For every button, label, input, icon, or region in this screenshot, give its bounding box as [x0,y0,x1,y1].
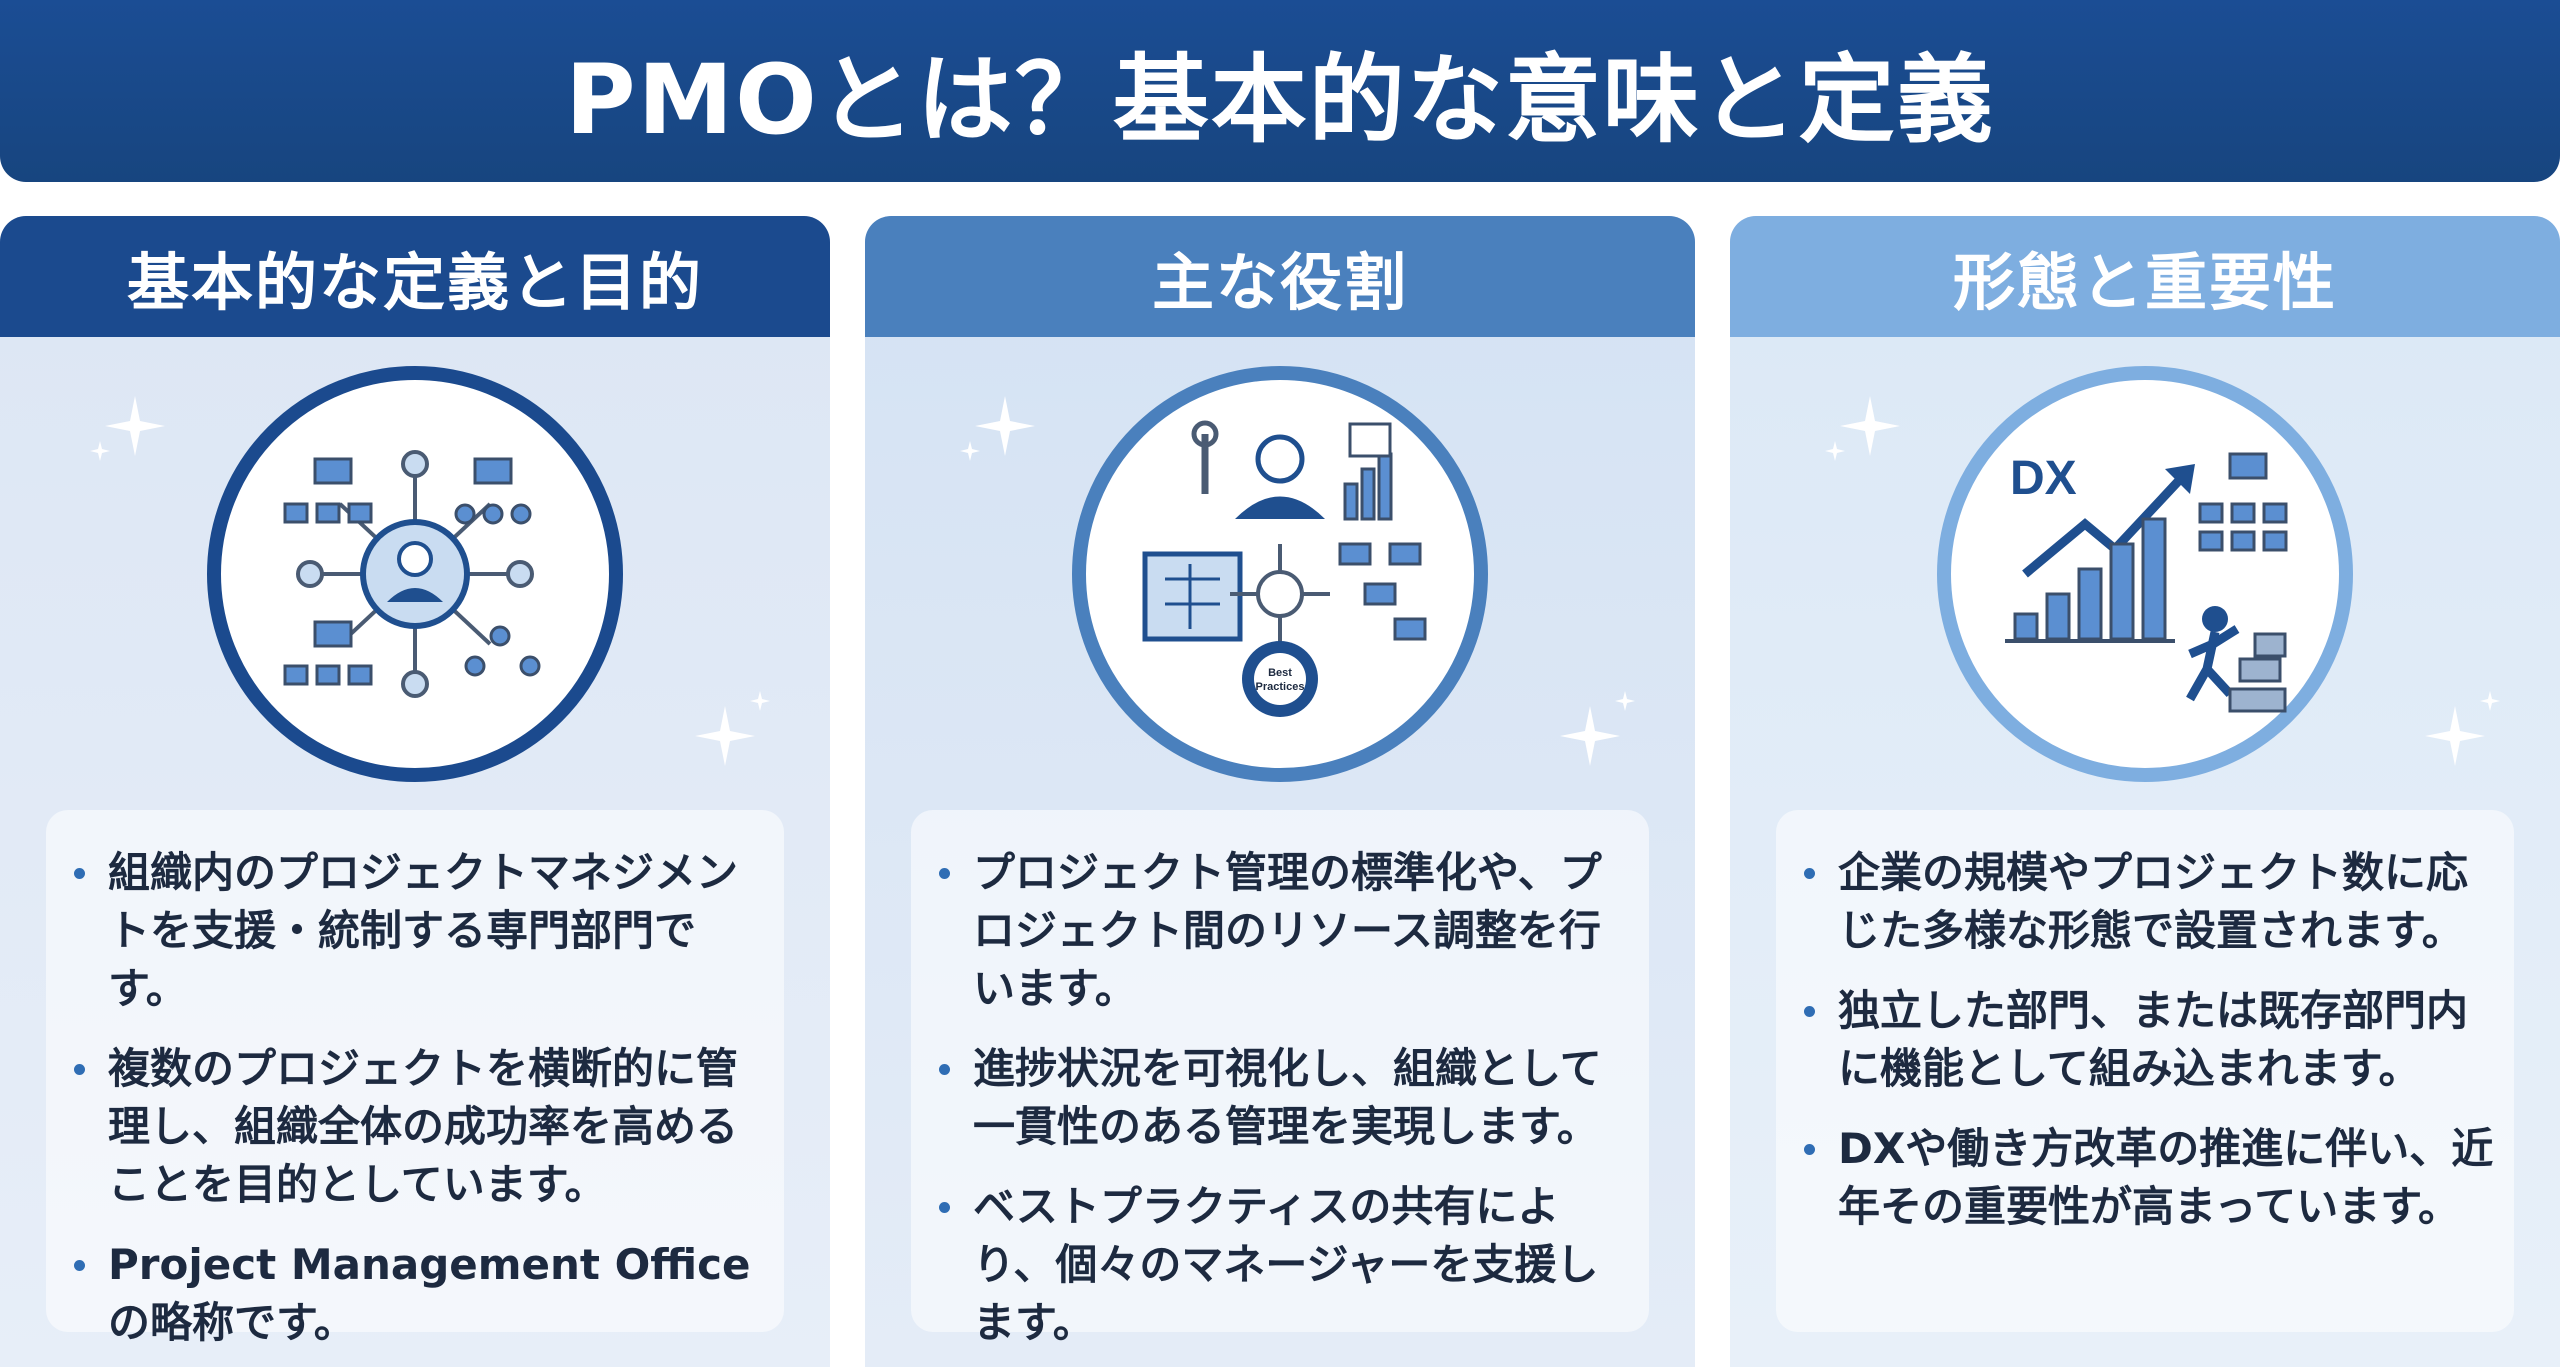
sparkle-icon [1560,691,1635,766]
text-card: 企業の規模やプロジェクト数に応じた多様な形態で設置されます。 独立した部門、また… [1776,810,2514,1332]
bullet-item: 組織内のプロジェクトマネジメントを支援・統制する専門部門です。 [70,844,764,1018]
svg-text:DX: DX [2010,452,2077,505]
panel-roles: 主な役割 [865,216,1695,1367]
panel-title: 形態と重要性 [1952,245,2337,319]
dx-growth-icon: DX [1937,366,2353,782]
roles-process-icon: Best Practices [1072,366,1488,782]
network-org-icon [207,366,623,782]
bullet-item: 複数のプロジェクトを横断的に管理し、組織全体の成功率を高めることを目的としていま… [70,1040,764,1214]
sparkle-icon [90,396,165,461]
title-banner: PMOとは？基本的な意味と定義 [0,0,2560,182]
bullet-item: Project Management Officeの略称です。 [70,1236,764,1352]
panel-header: 主な役割 [865,216,1695,337]
panel-definition: 基本的な定義と目的 [0,216,830,1367]
bullet-item: ベストプラクティスの共有により、個々のマネージャーを支援します。 [935,1178,1629,1352]
bullet-item: プロジェクト管理の標準化や、プロジェクト間のリソース調整を行います。 [935,844,1629,1018]
panel-header: 形態と重要性 [1730,216,2560,337]
svg-text:Best: Best [1268,667,1292,679]
panel-forms-importance: 形態と重要性 DX [1730,216,2560,1367]
bullet-item: 企業の規模やプロジェクト数に応じた多様な形態で設置されます。 [1800,844,2494,960]
panel-title: 主な役割 [1151,245,1408,319]
svg-text:Practices: Practices [1256,681,1305,693]
sparkle-icon [1825,396,1900,461]
sparkle-icon [695,691,770,766]
text-card: 組織内のプロジェクトマネジメントを支援・統制する専門部門です。 複数のプロジェク… [46,810,784,1347]
panel-title: 基本的な定義と目的 [126,245,703,319]
bullet-item: 進捗状況を可視化し、組織として一貫性のある管理を実現します。 [935,1040,1629,1156]
panel-header: 基本的な定義と目的 [0,216,830,337]
text-card: プロジェクト管理の標準化や、プロジェクト間のリソース調整を行います。 進捗状況を… [911,810,1649,1347]
sparkle-icon [960,396,1035,461]
sparkle-icon [2425,691,2500,766]
bullet-item: DXや働き方改革の推進に伴い、近年その重要性が高まっています。 [1800,1120,2494,1236]
bullet-item: 独立した部門、または既存部門内に機能として組み込まれます。 [1800,982,2494,1098]
page-title: PMOとは？基本的な意味と定義 [565,43,1995,156]
